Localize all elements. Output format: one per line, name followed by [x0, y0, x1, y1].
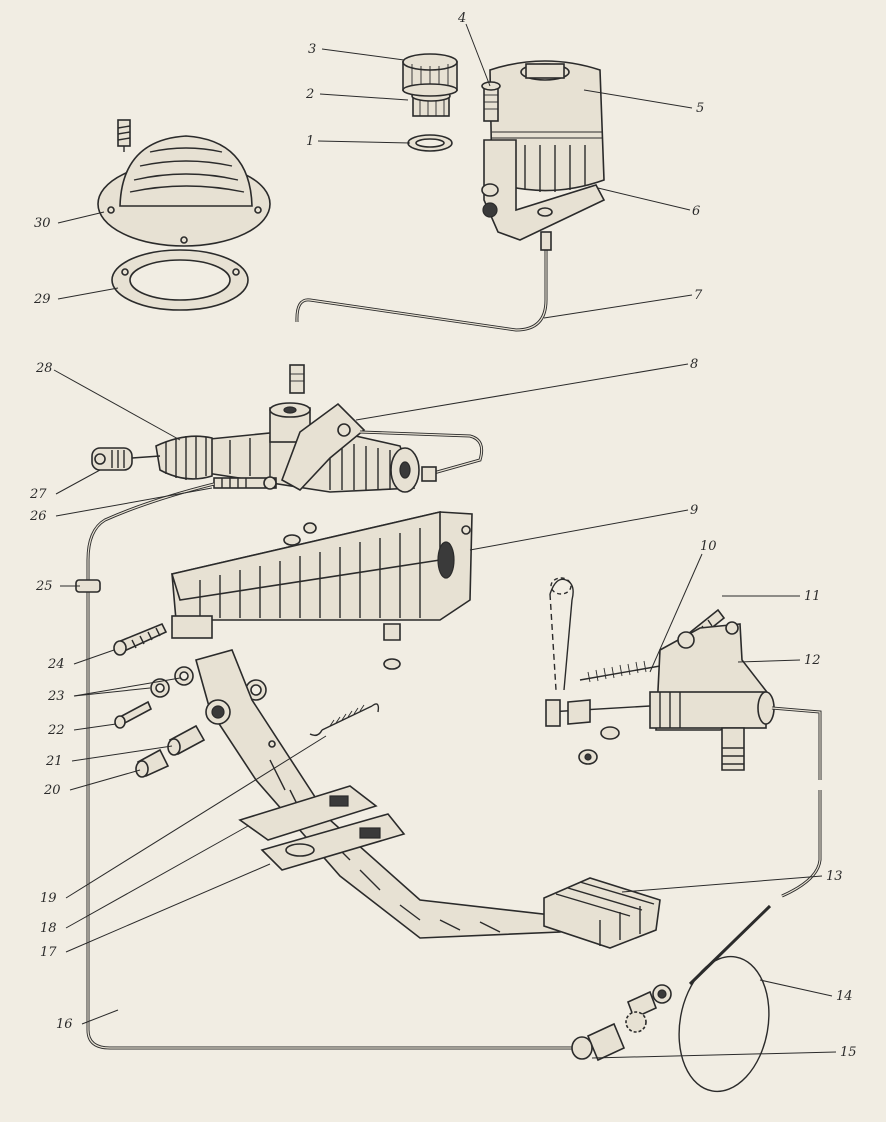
release-fork-lever	[549, 577, 574, 691]
callout-17: 17	[40, 945, 57, 960]
release-spring	[579, 660, 661, 683]
flexible-hose	[678, 706, 822, 1093]
callout-20: 20	[43, 783, 61, 798]
reservoir-feed-pipe	[295, 231, 552, 332]
callout-9: 9	[690, 503, 698, 518]
callout-26: 26	[29, 509, 47, 524]
callout-28: 28	[35, 361, 53, 376]
callout-30: 30	[34, 216, 51, 231]
master-cylinder-outlet-fitting	[213, 476, 277, 490]
callout-23: 23	[47, 689, 65, 704]
callout-10: 10	[700, 539, 717, 554]
pedal-plates	[238, 785, 406, 871]
callout-6: 6	[692, 204, 700, 219]
master-cylinder	[199, 364, 484, 493]
cover-gasket	[111, 249, 249, 311]
callout-19: 19	[40, 891, 57, 906]
callout-2: 2	[305, 87, 314, 102]
pedal-pivot-bolt	[113, 622, 168, 656]
pedal-pad	[543, 877, 661, 949]
callout-22: 22	[47, 723, 65, 738]
callout-3: 3	[308, 42, 316, 57]
callout-24: 24	[47, 657, 65, 672]
callout-4: 4	[457, 11, 466, 26]
pedal-washers	[150, 666, 267, 701]
reservoir-cap-assembly	[402, 53, 458, 152]
callout-16: 16	[56, 1017, 73, 1032]
callout-5: 5	[696, 101, 704, 116]
callout-1: 1	[306, 134, 314, 149]
pushrod-fork	[91, 447, 161, 471]
leader-lines	[53, 23, 837, 1059]
callout-13: 13	[826, 869, 843, 884]
reservoir-bracket	[481, 139, 606, 241]
pedal-bracket	[170, 510, 473, 670]
reservoir-bolt	[481, 81, 501, 122]
pedal-return-spring	[309, 703, 380, 737]
callout-15: 15	[840, 1045, 857, 1060]
callout-labels: 1 2 3 4 5 6 7 8 9 10 11 12 13 14 15 16 1…	[29, 11, 857, 1060]
callout-21: 21	[45, 754, 63, 769]
pedal-bushings	[135, 724, 206, 778]
callout-12: 12	[804, 653, 821, 668]
master-cylinder-boot	[155, 435, 213, 480]
callout-14: 14	[836, 989, 853, 1004]
callout-8: 8	[690, 357, 698, 372]
callout-25: 25	[35, 579, 53, 594]
callout-29: 29	[33, 292, 51, 307]
slave-cylinder	[545, 621, 775, 771]
fluid-reservoir	[489, 60, 605, 192]
pedal-stop-bolt	[114, 700, 153, 729]
hydraulic-line	[86, 482, 576, 1050]
callout-27: 27	[29, 487, 47, 502]
pedal-opening-cover	[97, 119, 271, 247]
callout-18: 18	[40, 921, 57, 936]
callout-7: 7	[694, 288, 703, 303]
hose-union-fittings	[571, 984, 672, 1062]
callout-11: 11	[804, 589, 821, 604]
